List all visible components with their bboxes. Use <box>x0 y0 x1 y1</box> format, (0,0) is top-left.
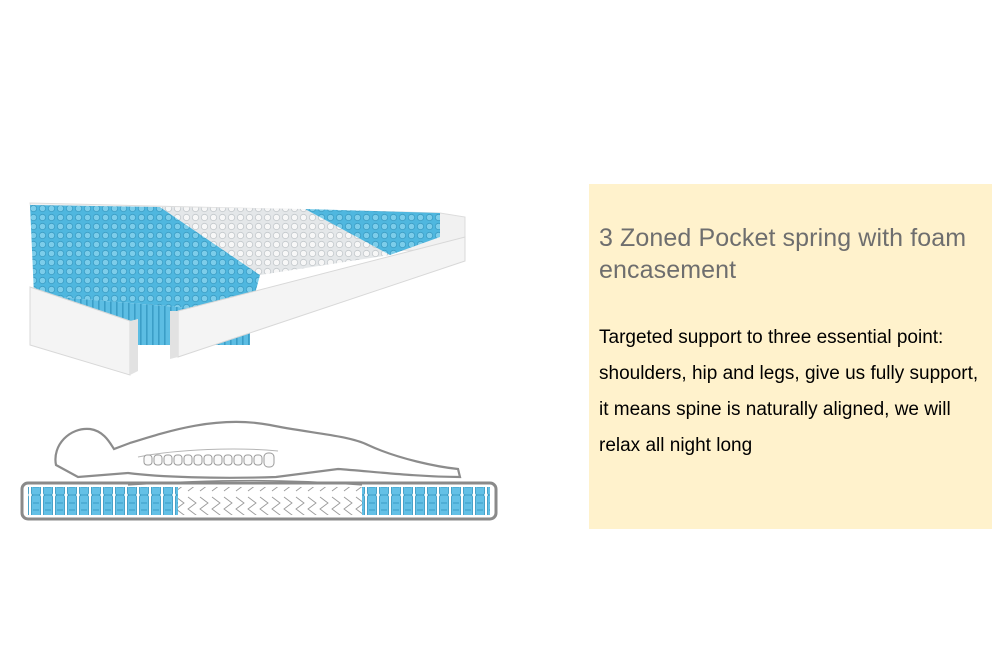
feature-description: Targeted support to three essential poin… <box>599 327 979 456</box>
spring-zone-shoulders <box>30 205 260 313</box>
body-support-diagram <box>20 420 498 521</box>
spine-icon <box>143 452 275 468</box>
feature-title: 3 Zoned Pocket spring with foam encaseme… <box>599 224 967 284</box>
zone-shoulders <box>28 487 178 515</box>
zone-hip <box>178 487 362 515</box>
feature-info-panel: 3 Zoned Pocket spring with foam encaseme… <box>589 184 992 529</box>
spring-zone-hip <box>160 207 390 275</box>
mattress-cutaway-illustration <box>29 202 466 376</box>
zone-legs <box>362 487 490 515</box>
spring-zone-legs <box>305 209 440 255</box>
